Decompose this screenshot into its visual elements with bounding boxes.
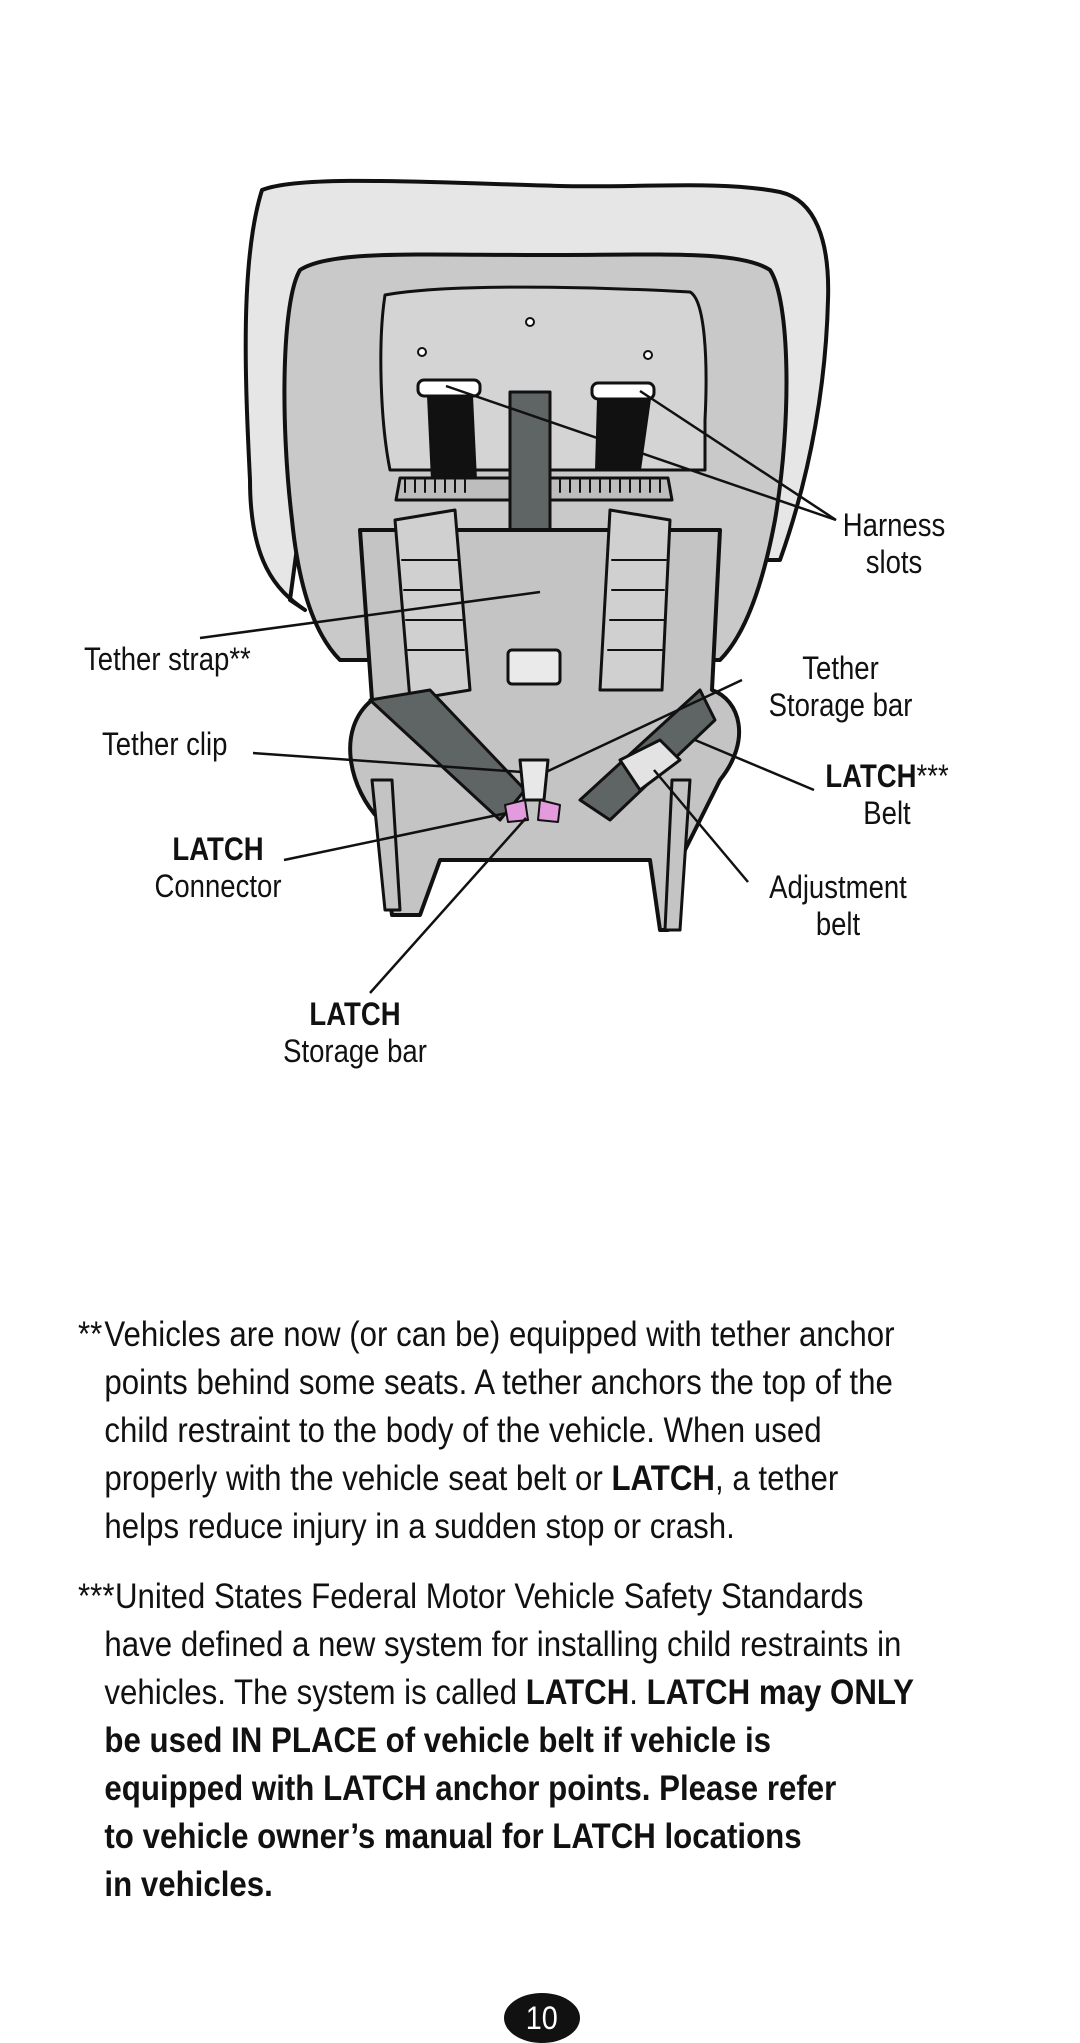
car-seat-diagram (199, 178, 837, 994)
footnote-marker: ** (78, 1314, 103, 1354)
latch-belt-leader (694, 738, 815, 792)
label-adjustment-belt: Adjustment belt (769, 869, 907, 942)
page-number: 10 (504, 1993, 580, 2043)
label-latch-belt: LATCH*** Belt (825, 758, 949, 831)
tether-strap-leader (199, 590, 541, 640)
latch-connector-leader (283, 811, 508, 862)
harness-slots-leader-2 (639, 389, 837, 522)
leader-lines (199, 384, 837, 994)
label-latch-connector: LATCH Connector (154, 831, 282, 904)
footnote-latch: *** United States Federal Motor Vehicle … (78, 1572, 1028, 1908)
label-harness-slots: Harness slots (842, 507, 946, 580)
label-tether-storage-bar: Tether Storage bar (768, 650, 913, 723)
label-tether-strap: Tether strap** (84, 641, 251, 677)
footnote-marker: *** (78, 1576, 115, 1616)
label-latch-storage-bar: LATCH Storage bar (283, 996, 427, 1069)
tether-clip-leader (252, 751, 523, 774)
adjustment-belt-leader (653, 769, 749, 883)
footnotes: ** Vehicles are now (or can be) equipped… (78, 1310, 1038, 1908)
harness-slots-leader-1 (445, 384, 837, 522)
tether-storage-bar-leader (545, 678, 743, 774)
footnote-tether: ** Vehicles are now (or can be) equipped… (78, 1310, 1028, 1550)
car-seat-illustration (243, 178, 831, 932)
label-tether-clip: Tether clip (102, 726, 228, 762)
latch-storage-bar-leader (369, 817, 527, 994)
